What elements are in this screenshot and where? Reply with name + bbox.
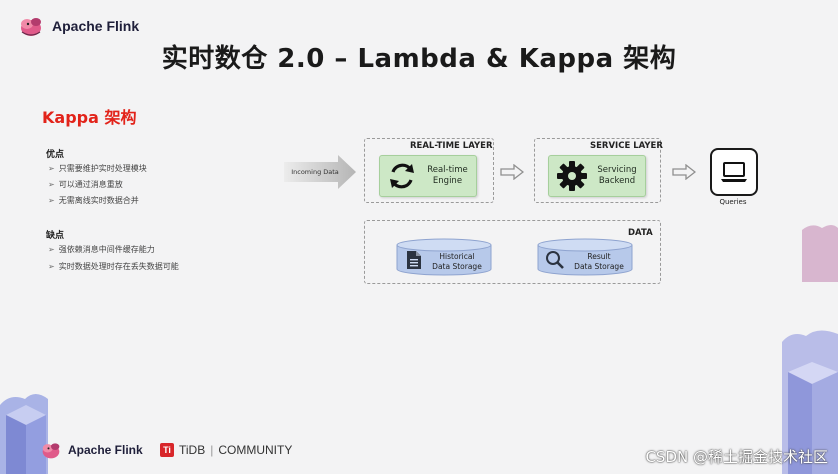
bullet-arrow-icon: ➢ [48,245,55,254]
header-brand: Apache Flink [52,18,140,34]
realtime-layer-title: REAL-TIME LAYER [410,141,493,151]
pros-item: ➢ 只需要维护实时处理模块 [48,163,147,174]
flink-squirrel-icon [42,443,60,459]
pros-item: ➢ 可以通过消息重放 [48,179,123,190]
tidb-community: Ti TiDB | COMMUNITY [160,443,292,457]
refresh-icon [390,163,414,189]
pros-item: ➢ 无需离线实时数据合并 [48,195,139,206]
servicing-backend-box: Servicing Backend [548,155,646,197]
pros-item-text: 只需要维护实时处理模块 [58,164,147,173]
servicing-backend-line1: Servicing [597,165,637,175]
result-line2: Data Storage [574,262,624,271]
realtime-engine-label: Real-time Engine [419,165,476,187]
gear-icon [557,161,587,191]
document-icon [407,251,421,269]
data-layer [364,220,661,284]
footer-logo: Apache Flink [40,440,143,460]
historical-label: Historical Data Storage [424,252,490,272]
cons-item: ➢ 强依赖消息中间件缓存能力 [48,244,155,255]
cons-item: ➢ 实时数据处理时存在丢失数据可能 [48,261,179,272]
incoming-data-label: Incoming Data [291,168,339,176]
service-layer [534,138,661,203]
cons-item-text: 实时数据处理时存在丢失数据可能 [58,262,179,271]
historical-line1: Historical [439,252,475,261]
result-label: Result Data Storage [567,252,631,272]
servicing-backend-line2: Backend [598,176,636,186]
tidb-community-label: COMMUNITY [218,443,293,457]
realtime-layer [364,138,494,203]
realtime-engine-box: Real-time Engine [379,155,477,197]
magnifier-icon [546,251,564,269]
pros-title: 优点 [46,150,65,160]
flink-squirrel-icon [21,18,41,36]
laptop-icon [710,148,758,196]
bullet-arrow-icon: ➢ [48,196,55,205]
result-data-storage: Result Data Storage [537,238,633,276]
pros-item-text: 可以通过消息重放 [58,180,123,189]
queries-label: Queries [719,198,747,206]
realtime-engine-line1: Real-time [427,165,468,175]
cons-item-text: 强依赖消息中间件缓存能力 [58,245,155,254]
csdn-watermark: CSDN @稀土掘金技术社区 [645,448,828,466]
service-layer-title: SERVICE LAYER [590,141,663,151]
realtime-engine-line2: Engine [432,176,463,186]
footer-brand: Apache Flink [68,443,143,457]
bullet-arrow-icon: ➢ [48,180,55,189]
section-title: Kappa 架构 [42,108,137,127]
historical-data-storage: Historical Data Storage [396,238,492,276]
data-layer-title: DATA [628,228,653,238]
decorative-cubes-left [0,394,48,474]
decorative-cubes-right [782,225,838,474]
incoming-data-arrow: Incoming Data [284,155,356,189]
pros-item-text: 无需离线实时数据合并 [58,196,139,205]
servicing-backend-label: Servicing Backend [589,165,645,187]
cons-title: 缺点 [46,231,65,241]
header-logo: Apache Flink [18,14,139,38]
slide-title: 实时数仓 2.0 – Lambda & Kappa 架构 [161,44,677,74]
tidb-separator: | [210,443,214,457]
hollow-arrow-icon [672,164,696,180]
result-line1: Result [587,252,611,261]
hollow-arrow-icon [500,164,524,180]
bullet-arrow-icon: ➢ [48,262,55,271]
block-arrow-icon [284,155,356,189]
tidb-logo-icon: Ti [160,443,174,457]
historical-line2: Data Storage [432,262,482,271]
bullet-arrow-icon: ➢ [48,164,55,173]
tidb-label: TiDB [179,443,206,457]
